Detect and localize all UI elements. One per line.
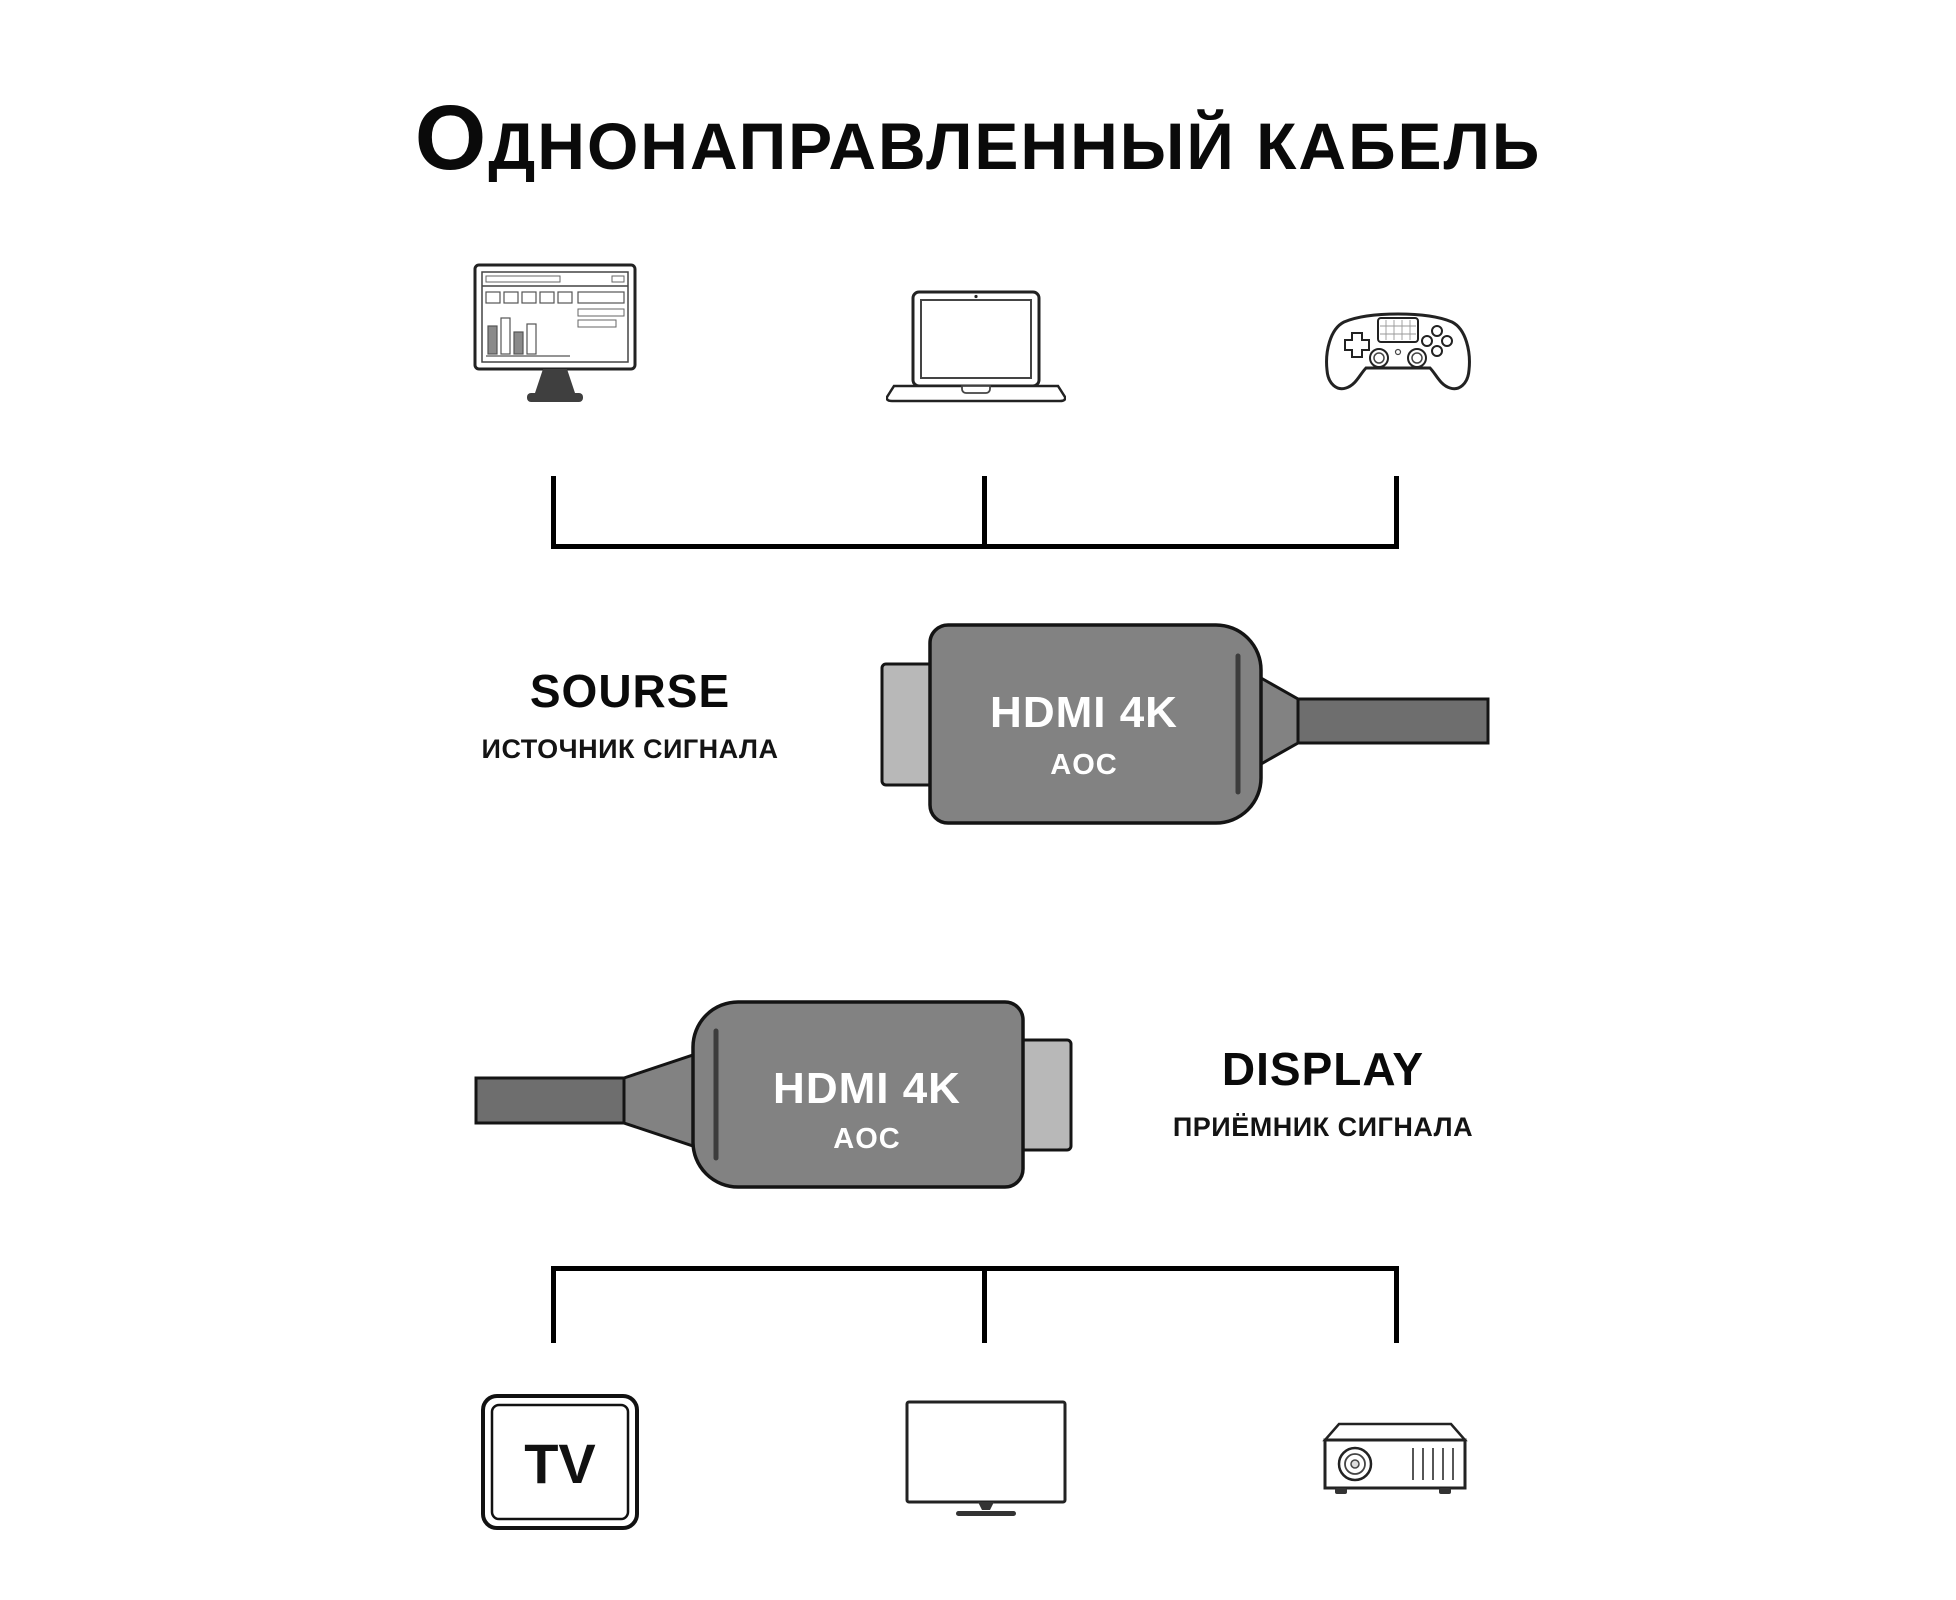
connector-label-line1: HDMI 4K xyxy=(773,1064,961,1113)
hdmi-connector-source: HDMI 4K AOC xyxy=(880,618,1490,830)
monitor-icon xyxy=(905,1400,1067,1518)
bracket-bottom-middle-line xyxy=(982,1266,987,1343)
cable-neck xyxy=(1259,675,1300,767)
bracket-top-right-line xyxy=(1394,476,1399,549)
bracket-bottom-horizontal-line xyxy=(551,1266,1399,1271)
projector-icon xyxy=(1313,1400,1471,1520)
source-sublabel: ИСТОЧНИК СИГНАЛА xyxy=(481,734,779,764)
game-controller-icon xyxy=(1320,290,1476,402)
hdmi-connector-display: HDMI 4K AOC xyxy=(474,995,1074,1195)
cable-neck xyxy=(622,1052,695,1149)
hdmi-plug xyxy=(880,662,936,787)
game-controller-svg xyxy=(1325,312,1471,391)
page-title: ОДНОНАПРАВЛЕННЫЙ КАБЕЛЬ xyxy=(0,92,1956,184)
bracket-bottom-left-line xyxy=(551,1266,556,1343)
projector-svg xyxy=(1322,1422,1468,1494)
tv-svg: TV xyxy=(481,1394,639,1530)
desktop-pc-svg xyxy=(473,263,637,402)
monitor-svg xyxy=(905,1400,1067,1516)
laptop-icon xyxy=(885,290,1067,406)
laptop-svg xyxy=(885,290,1067,403)
connector-body xyxy=(691,1000,1025,1189)
bracket-top-horizontal-line xyxy=(551,544,1399,549)
connector-label-line2: AOC xyxy=(833,1123,900,1155)
connector-label-line2: AOC xyxy=(1050,749,1117,781)
hdmi-connector-display-svg: HDMI 4K AOC xyxy=(474,1000,1073,1189)
cable xyxy=(1296,697,1490,745)
cable xyxy=(474,1076,626,1125)
bracket-top-left-line xyxy=(551,476,556,549)
source-label: SOURSE xyxy=(529,665,731,717)
bracket-bottom-right-line xyxy=(1394,1266,1399,1343)
display-label: DISPLAY xyxy=(1221,1043,1425,1095)
connector-body xyxy=(928,623,1263,825)
bracket-top-middle-line xyxy=(982,476,987,549)
tv-icon: TV xyxy=(480,1393,640,1531)
desktop-pc-icon xyxy=(472,262,638,418)
tv-text: TV xyxy=(524,1432,596,1495)
hdmi-connector-source-svg: HDMI 4K AOC xyxy=(880,623,1490,825)
connector-label-line1: HDMI 4K xyxy=(990,688,1178,737)
title-rest: ДНОНАПРАВЛЕННЫЙ КАБЕЛЬ xyxy=(488,109,1542,183)
display-sublabel: ПРИЁМНИК СИГНАЛА xyxy=(1172,1112,1474,1142)
title-initial: О xyxy=(414,87,489,189)
hdmi-plug xyxy=(1019,1038,1073,1152)
